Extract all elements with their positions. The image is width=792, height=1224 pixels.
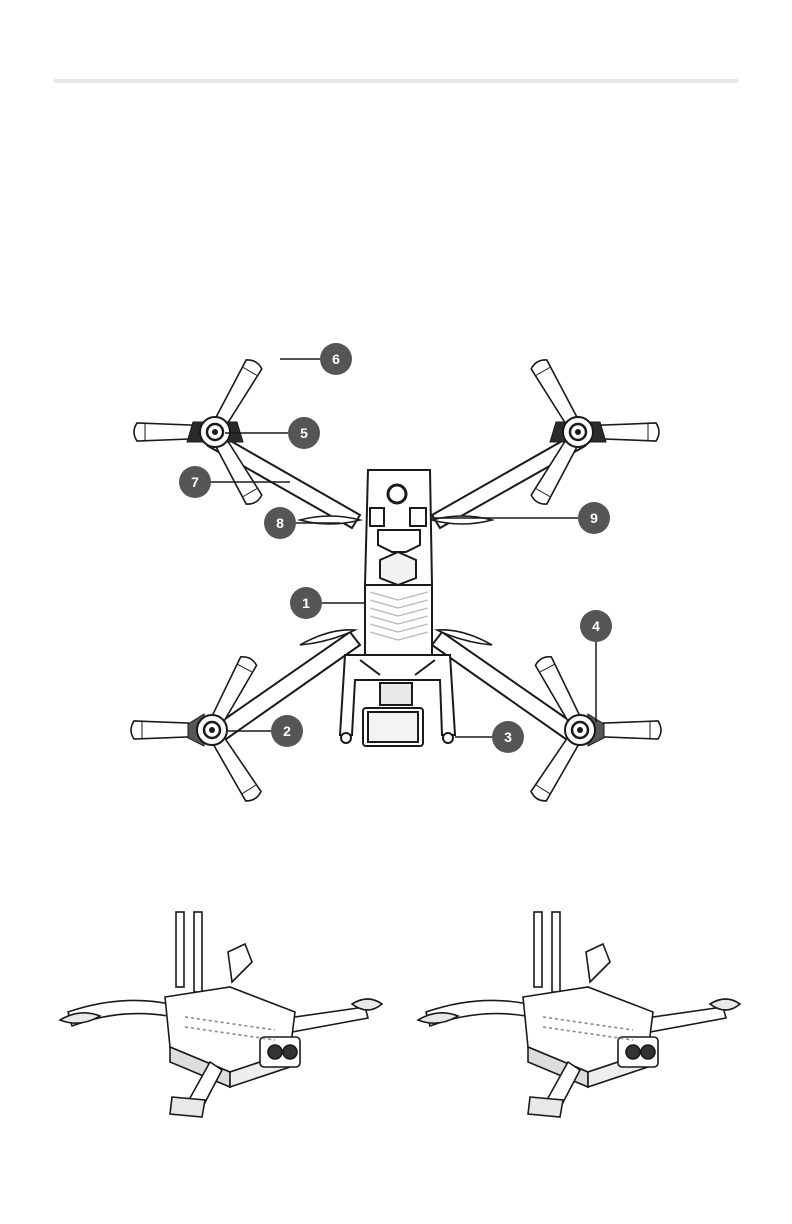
- callout-2: 2: [271, 715, 303, 747]
- propeller-top-right: [530, 357, 659, 506]
- perspective-view-left: [60, 912, 382, 1117]
- callout-8: 8: [264, 507, 296, 539]
- callout-5: 5: [288, 417, 320, 449]
- callout-7: 7: [179, 466, 211, 498]
- svg-text:9: 9: [590, 510, 598, 526]
- svg-text:5: 5: [300, 425, 308, 441]
- svg-text:2: 2: [283, 723, 291, 739]
- propeller-bottom-right: [529, 654, 661, 803]
- propeller-bottom-left: [131, 654, 263, 803]
- svg-text:8: 8: [276, 515, 284, 531]
- callout-6: 6: [320, 343, 352, 375]
- drone-body: [365, 470, 432, 655]
- callout-4: 4: [580, 610, 612, 642]
- gimbal-camera: [363, 683, 423, 746]
- callout-3: 3: [492, 721, 524, 753]
- svg-text:3: 3: [504, 729, 512, 745]
- svg-text:7: 7: [191, 474, 199, 490]
- callout-1: 1: [290, 587, 322, 619]
- svg-text:6: 6: [332, 351, 340, 367]
- svg-text:1: 1: [302, 595, 310, 611]
- perspective-view-right: [418, 912, 740, 1117]
- callout-9: 9: [578, 502, 610, 534]
- svg-text:4: 4: [592, 618, 600, 634]
